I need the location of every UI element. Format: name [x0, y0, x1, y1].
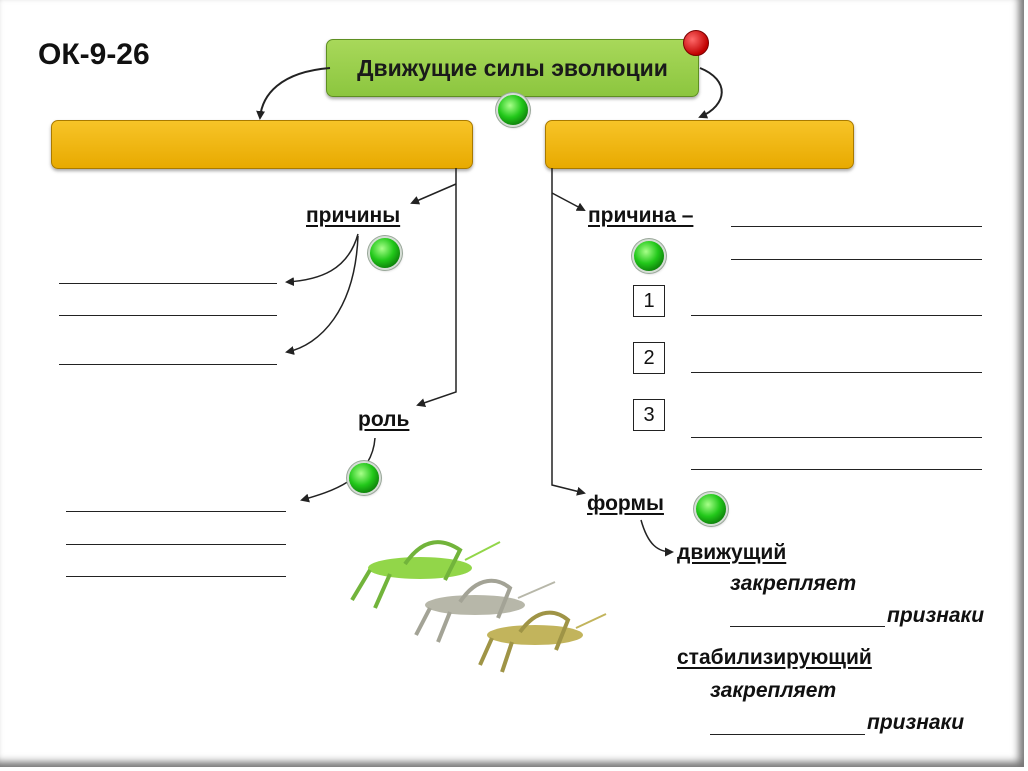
- blank-line-causes-3[interactable]: [59, 364, 277, 365]
- main-concept-label: Движущие силы эволюции: [357, 54, 668, 81]
- arrow-main-to-left: [256, 67, 331, 120]
- bullet-icon-role[interactable]: [349, 463, 379, 493]
- arrow-role: [300, 437, 376, 503]
- blank-line-stabilizing-traits[interactable]: [710, 734, 865, 735]
- line-left-trunk: [416, 168, 457, 407]
- page-code: ОК-9-26: [38, 38, 150, 71]
- number-box-2: 2: [633, 342, 665, 374]
- blank-line-cause-2[interactable]: [731, 259, 982, 260]
- causes-label: причины: [306, 204, 401, 227]
- bullet-icon-main[interactable]: [498, 95, 528, 125]
- number-box-3: 3: [633, 399, 665, 431]
- arrow-to-cause: [551, 192, 586, 211]
- arrow-to-causes: [410, 183, 457, 205]
- role-label: роль: [358, 408, 410, 431]
- blank-line-number-2[interactable]: [691, 372, 982, 373]
- grasshopper-icon: [478, 610, 607, 673]
- blank-line-causes-2[interactable]: [59, 315, 277, 316]
- form-driving-label: движущий: [677, 541, 787, 564]
- number-label: 1: [643, 289, 655, 312]
- forms-label: формы: [587, 492, 664, 515]
- left-answer-box[interactable]: [51, 120, 473, 169]
- red-marker-icon[interactable]: [683, 30, 709, 56]
- right-answer-box[interactable]: [545, 120, 854, 169]
- form-stabilizing-label: стабилизирующий: [677, 646, 872, 669]
- blank-line-role-2[interactable]: [66, 544, 286, 545]
- number-label: 2: [643, 346, 655, 369]
- line-right-trunk: [551, 168, 586, 496]
- bullet-icon-cause[interactable]: [634, 241, 664, 271]
- form-stabilizing-traits: признаки: [867, 711, 965, 734]
- blank-line-driving-traits[interactable]: [730, 626, 885, 627]
- arrow-forms: [640, 519, 674, 557]
- main-concept-box: Движущие силы эволюции: [326, 39, 699, 97]
- arrow-causes-1: [285, 233, 359, 287]
- blank-line-number-1[interactable]: [691, 315, 982, 316]
- bullet-icon-causes[interactable]: [370, 238, 400, 268]
- blank-line-role-3[interactable]: [66, 576, 286, 577]
- form-driving-traits: признаки: [887, 604, 985, 627]
- grasshopper-icon: [414, 578, 556, 643]
- bullet-icon-forms[interactable]: [696, 494, 726, 524]
- grasshopper-illustration: [350, 540, 607, 673]
- form-stabilizing-fixes: закрепляет: [710, 679, 837, 702]
- blank-line-number-3a[interactable]: [691, 437, 982, 438]
- number-box-1: 1: [633, 285, 665, 317]
- blank-line-number-3b[interactable]: [691, 469, 982, 470]
- grasshopper-icon: [350, 540, 501, 609]
- form-driving-fixes: закрепляет: [730, 572, 857, 595]
- number-label: 3: [643, 403, 655, 426]
- arrow-causes-2: [285, 235, 359, 355]
- cause-label: причина –: [588, 204, 694, 227]
- blank-line-role-1[interactable]: [66, 511, 286, 512]
- blank-line-causes-1[interactable]: [59, 283, 277, 284]
- arrow-main-to-right: [698, 67, 723, 119]
- blank-line-cause-1[interactable]: [731, 226, 982, 227]
